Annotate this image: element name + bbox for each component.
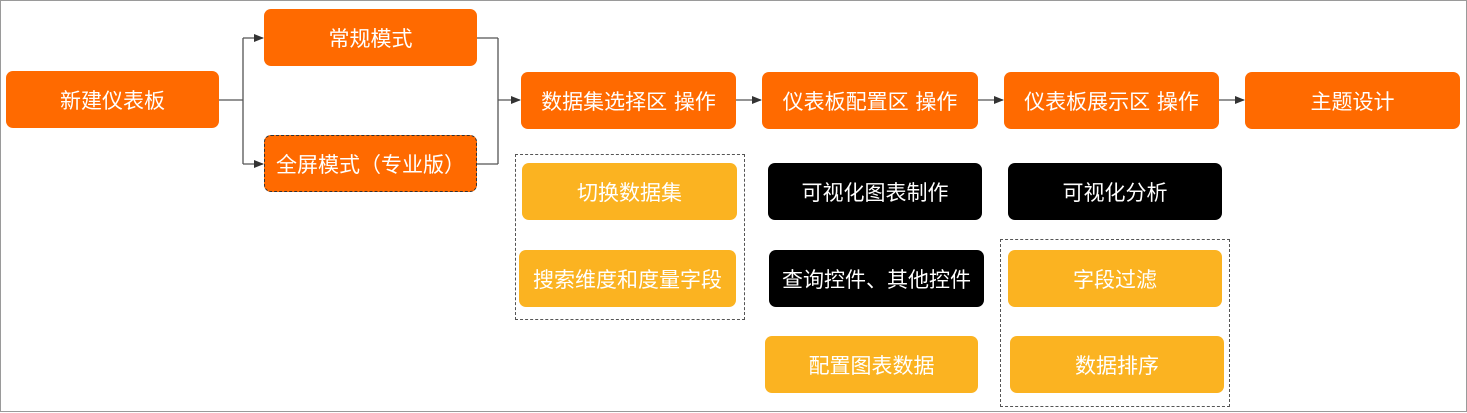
switch-dataset-node: 切换数据集: [522, 163, 737, 220]
query-controls-node: 查询控件、其他控件: [769, 250, 984, 307]
fullscreen-mode-node: 全屏模式（专业版）: [264, 135, 477, 192]
new-dashboard-node: 新建仪表板: [6, 71, 219, 128]
display-ops-group: [1000, 239, 1230, 407]
dataset-ops-group: [515, 154, 745, 320]
normal-mode-node: 常规模式: [264, 9, 477, 66]
dataset-area-node: 数据集选择区 操作: [521, 72, 736, 129]
field-filter-node: 字段过滤: [1008, 250, 1222, 307]
search-fields-node: 搜索维度和度量字段: [519, 250, 736, 307]
config-area-node: 仪表板配置区 操作: [762, 72, 978, 129]
theme-design-node: 主题设计: [1245, 72, 1460, 129]
data-sort-node: 数据排序: [1010, 336, 1224, 393]
display-area-node: 仪表板展示区 操作: [1004, 72, 1219, 129]
viz-chart-node: 可视化图表制作: [768, 163, 982, 220]
config-chart-data-node: 配置图表数据: [765, 336, 978, 393]
viz-analysis-node: 可视化分析: [1008, 163, 1222, 220]
